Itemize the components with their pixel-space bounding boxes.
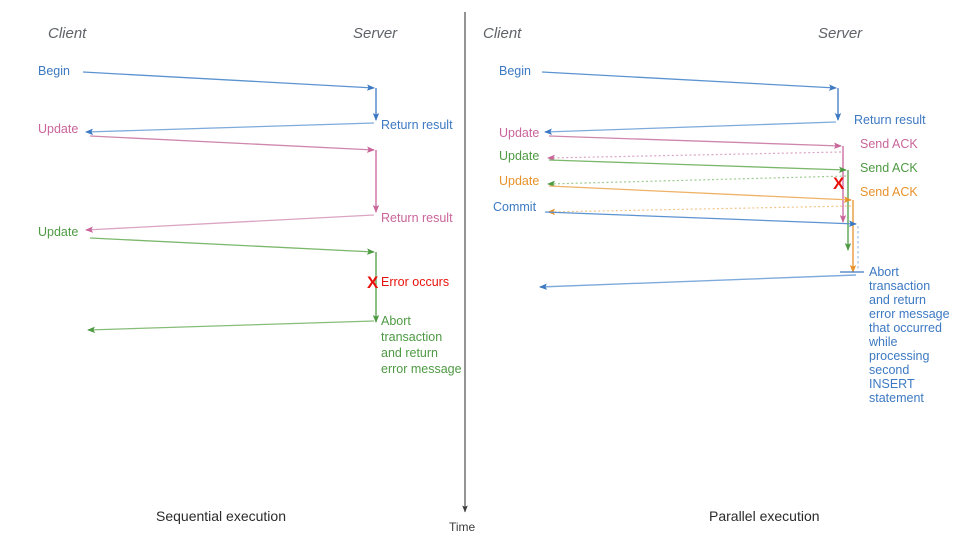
- left-abort-line-4: error message: [381, 362, 462, 376]
- right-client-label-commit: Commit: [493, 200, 537, 214]
- left-arrow-abort-return: [87, 320, 375, 333]
- right-client-label-update-1: Update: [499, 126, 539, 140]
- right-arrow-update-1-request: [548, 135, 842, 149]
- left-server-label-error: Error occurs: [381, 275, 449, 289]
- left-panel-sequential: Client Server Begin Return result Update…: [38, 25, 462, 524]
- right-client-label-update-3: Update: [499, 174, 539, 188]
- right-abort-line-3: and return: [869, 293, 926, 307]
- left-arrow-return-result-2: [85, 214, 375, 233]
- right-abort-line-6: while: [868, 335, 898, 349]
- left-arrow-update-2-request: [89, 237, 375, 255]
- right-arrow-ack-3: [547, 205, 852, 216]
- right-lane-client: Client: [483, 25, 522, 42]
- time-axis: Time: [449, 12, 476, 534]
- right-abort-line-8: second: [869, 363, 909, 377]
- right-abort-line-1: Abort: [869, 265, 899, 279]
- right-arrow-commit-request: [544, 211, 857, 227]
- time-axis-label: Time: [449, 520, 476, 534]
- right-server-label-ack-1: Send ACK: [860, 137, 918, 151]
- left-abort-line-1: Abort: [381, 314, 411, 328]
- right-abort-line-9: INSERT: [869, 377, 915, 391]
- left-arrow-return-result-1: [85, 122, 375, 135]
- right-arrow-update-2-request: [548, 159, 847, 173]
- left-lane-client: Client: [48, 25, 87, 42]
- right-arrow-return-result: [544, 121, 837, 135]
- right-arrow-abort-return: [539, 274, 857, 290]
- right-arrow-update-3-request: [548, 185, 852, 203]
- right-abort-line-2: transaction: [869, 279, 930, 293]
- right-abort-note: Abort transaction and return error messa…: [868, 265, 950, 405]
- left-abort-note: Abort transaction and return error messa…: [381, 314, 462, 376]
- right-abort-line-7: processing: [869, 349, 929, 363]
- left-client-label-update-2: Update: [38, 225, 78, 239]
- right-client-label-update-2: Update: [499, 149, 539, 163]
- right-server-label-return: Return result: [854, 113, 926, 127]
- right-client-label-begin: Begin: [499, 64, 531, 78]
- right-abort-line-4: error message: [869, 307, 950, 321]
- left-arrow-begin-request: [82, 71, 375, 91]
- left-server-label-return-2: Return result: [381, 211, 453, 225]
- left-arrow-update-1-request: [89, 135, 375, 153]
- left-panel-caption: Sequential execution: [156, 508, 286, 524]
- left-client-label-update-1: Update: [38, 122, 78, 136]
- right-arrow-begin-request: [541, 71, 837, 91]
- left-abort-line-3: and return: [381, 346, 438, 360]
- left-server-label-return-1: Return result: [381, 118, 453, 132]
- right-abort-line-10: statement: [869, 391, 924, 405]
- right-arrow-ack-1: [547, 151, 842, 162]
- left-lane-server: Server: [353, 25, 398, 42]
- right-arrow-ack-2: [547, 175, 847, 188]
- right-server-label-ack-3: Send ACK: [860, 185, 918, 199]
- left-client-label-begin: Begin: [38, 64, 70, 78]
- right-server-label-ack-2: Send ACK: [860, 161, 918, 175]
- right-panel-parallel: Client Server Begin Return result Update…: [483, 25, 950, 524]
- left-error-x-icon: X: [367, 273, 379, 292]
- right-lane-server: Server: [818, 25, 863, 42]
- right-panel-caption: Parallel execution: [709, 508, 820, 524]
- right-abort-line-5: that occurred: [869, 321, 942, 335]
- left-abort-line-2: transaction: [381, 330, 442, 344]
- right-error-x-icon: X: [833, 174, 845, 193]
